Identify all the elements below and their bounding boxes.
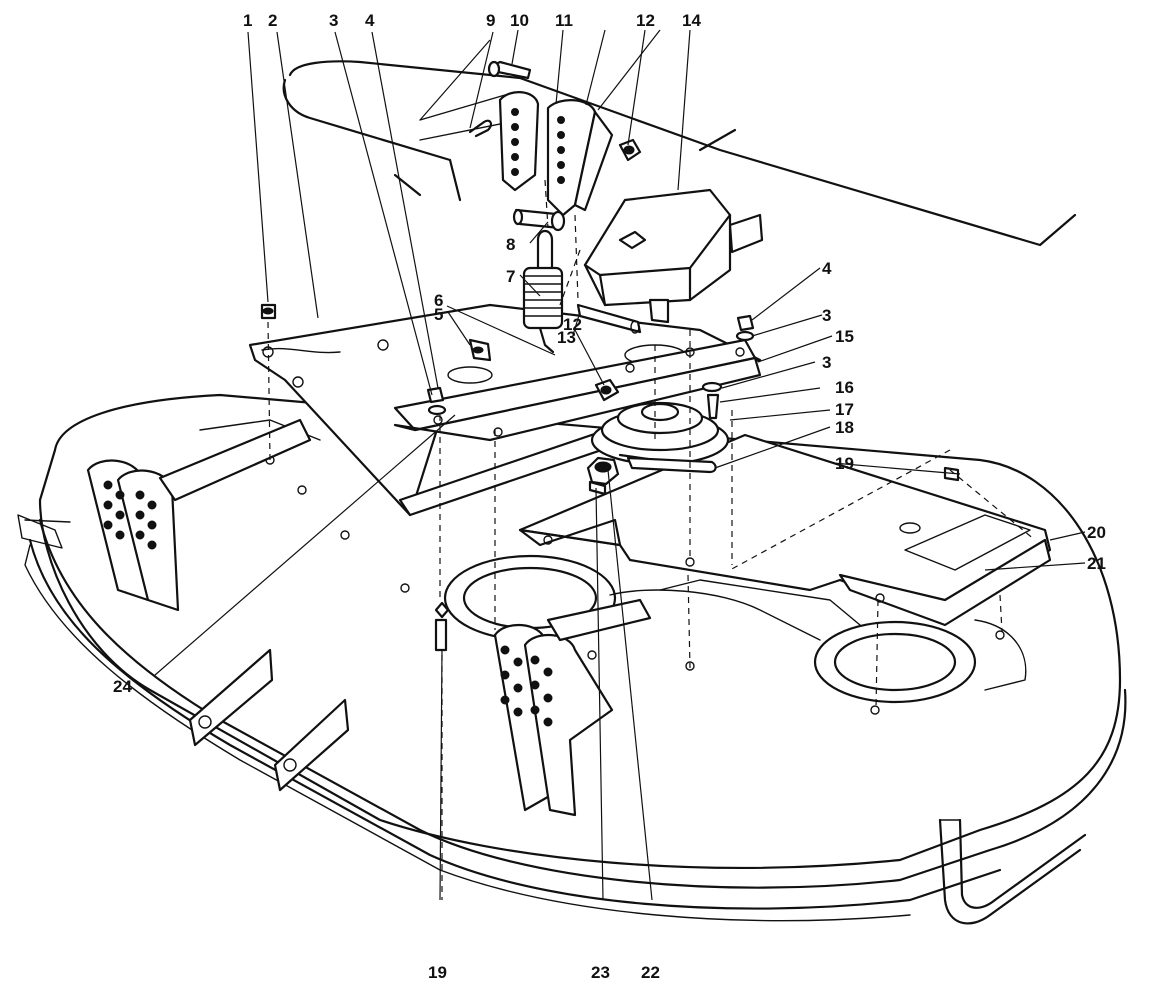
hardware: [260, 119, 960, 652]
callout-8: 8: [506, 235, 515, 254]
callout-5: 5: [434, 305, 443, 324]
rear-bumper-rod: [938, 818, 1087, 925]
center-height-brackets: [493, 598, 652, 817]
callout-17: 17: [835, 400, 854, 419]
pulley: [590, 401, 730, 474]
spacer-tube: [512, 208, 566, 232]
pivot-link-plates: [498, 91, 614, 217]
callout-14: 14: [682, 11, 701, 30]
callout-3-right: 3: [822, 306, 831, 325]
callout-19-bottom: 19: [428, 963, 447, 982]
callout-2: 2: [268, 11, 277, 30]
spindle-nut: [586, 456, 620, 496]
callout-3-lower: 3: [822, 353, 831, 372]
callout-4-right: 4: [822, 259, 832, 278]
callout-7: 7: [506, 267, 515, 286]
callout-13: 13: [557, 328, 576, 347]
callout-12-mid: 12: [563, 315, 582, 334]
gearbox: [576, 188, 764, 334]
callout-19-right: 19: [835, 454, 854, 473]
front-hitch-tabs: [188, 648, 350, 792]
callout-11: 11: [555, 11, 573, 30]
belt-guard-plate: [518, 433, 1052, 627]
assembly-lines: [267, 179, 1036, 900]
callout-22: 22: [641, 963, 660, 982]
callout-9: 9: [486, 11, 495, 30]
tension-spring: [522, 229, 564, 354]
left-height-brackets: [86, 418, 312, 612]
callout-3-top: 3: [329, 11, 338, 30]
callout-12-top: 12: [636, 11, 655, 30]
bolt-10: [487, 60, 532, 80]
leader-lines: [154, 29, 1086, 901]
callout-6: 6: [434, 291, 443, 310]
callout-10: 10: [510, 11, 529, 30]
callout-1: 1: [243, 11, 252, 30]
callout-18: 18: [835, 418, 854, 437]
callout-labels: 1 2 3 4 9 10 11 12 14 8 7 6 5 12 13 4 3 …: [113, 11, 1106, 982]
callout-24: 24: [113, 677, 132, 696]
callout-20: 20: [1087, 523, 1106, 542]
callout-15: 15: [835, 327, 854, 346]
callout-23: 23: [591, 963, 610, 982]
callout-16: 16: [835, 378, 854, 397]
callout-4-top: 4: [365, 11, 375, 30]
callout-21: 21: [1087, 554, 1106, 573]
